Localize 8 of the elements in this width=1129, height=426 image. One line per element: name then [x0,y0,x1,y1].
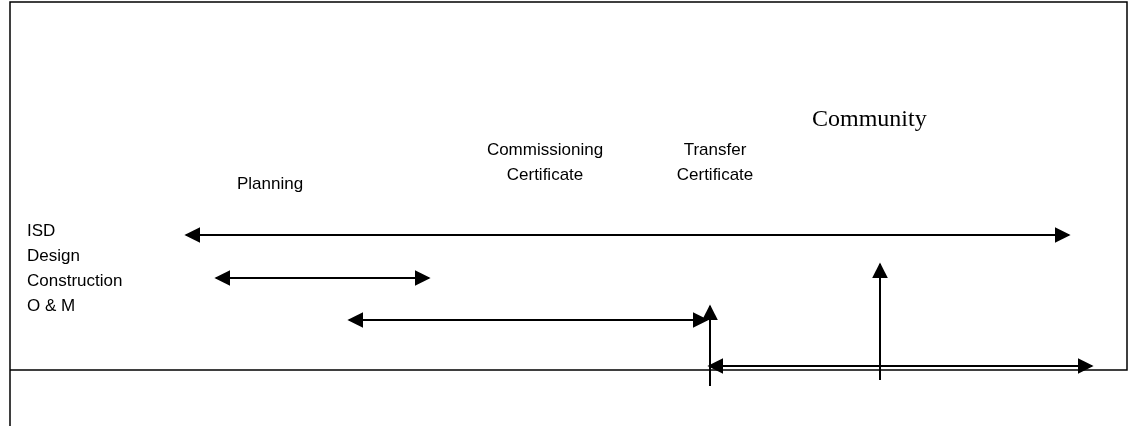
row-label: Design [27,245,80,267]
row-label: O & M [27,295,76,317]
milestone-label: Transfer Certificate [675,139,755,186]
annotation-text: Community [812,104,927,133]
row-label: Construction [27,270,123,292]
phase-label: Planning [237,173,304,195]
row-label: ISD [27,220,56,242]
milestone-label: Commissioning Certificate [485,139,605,186]
